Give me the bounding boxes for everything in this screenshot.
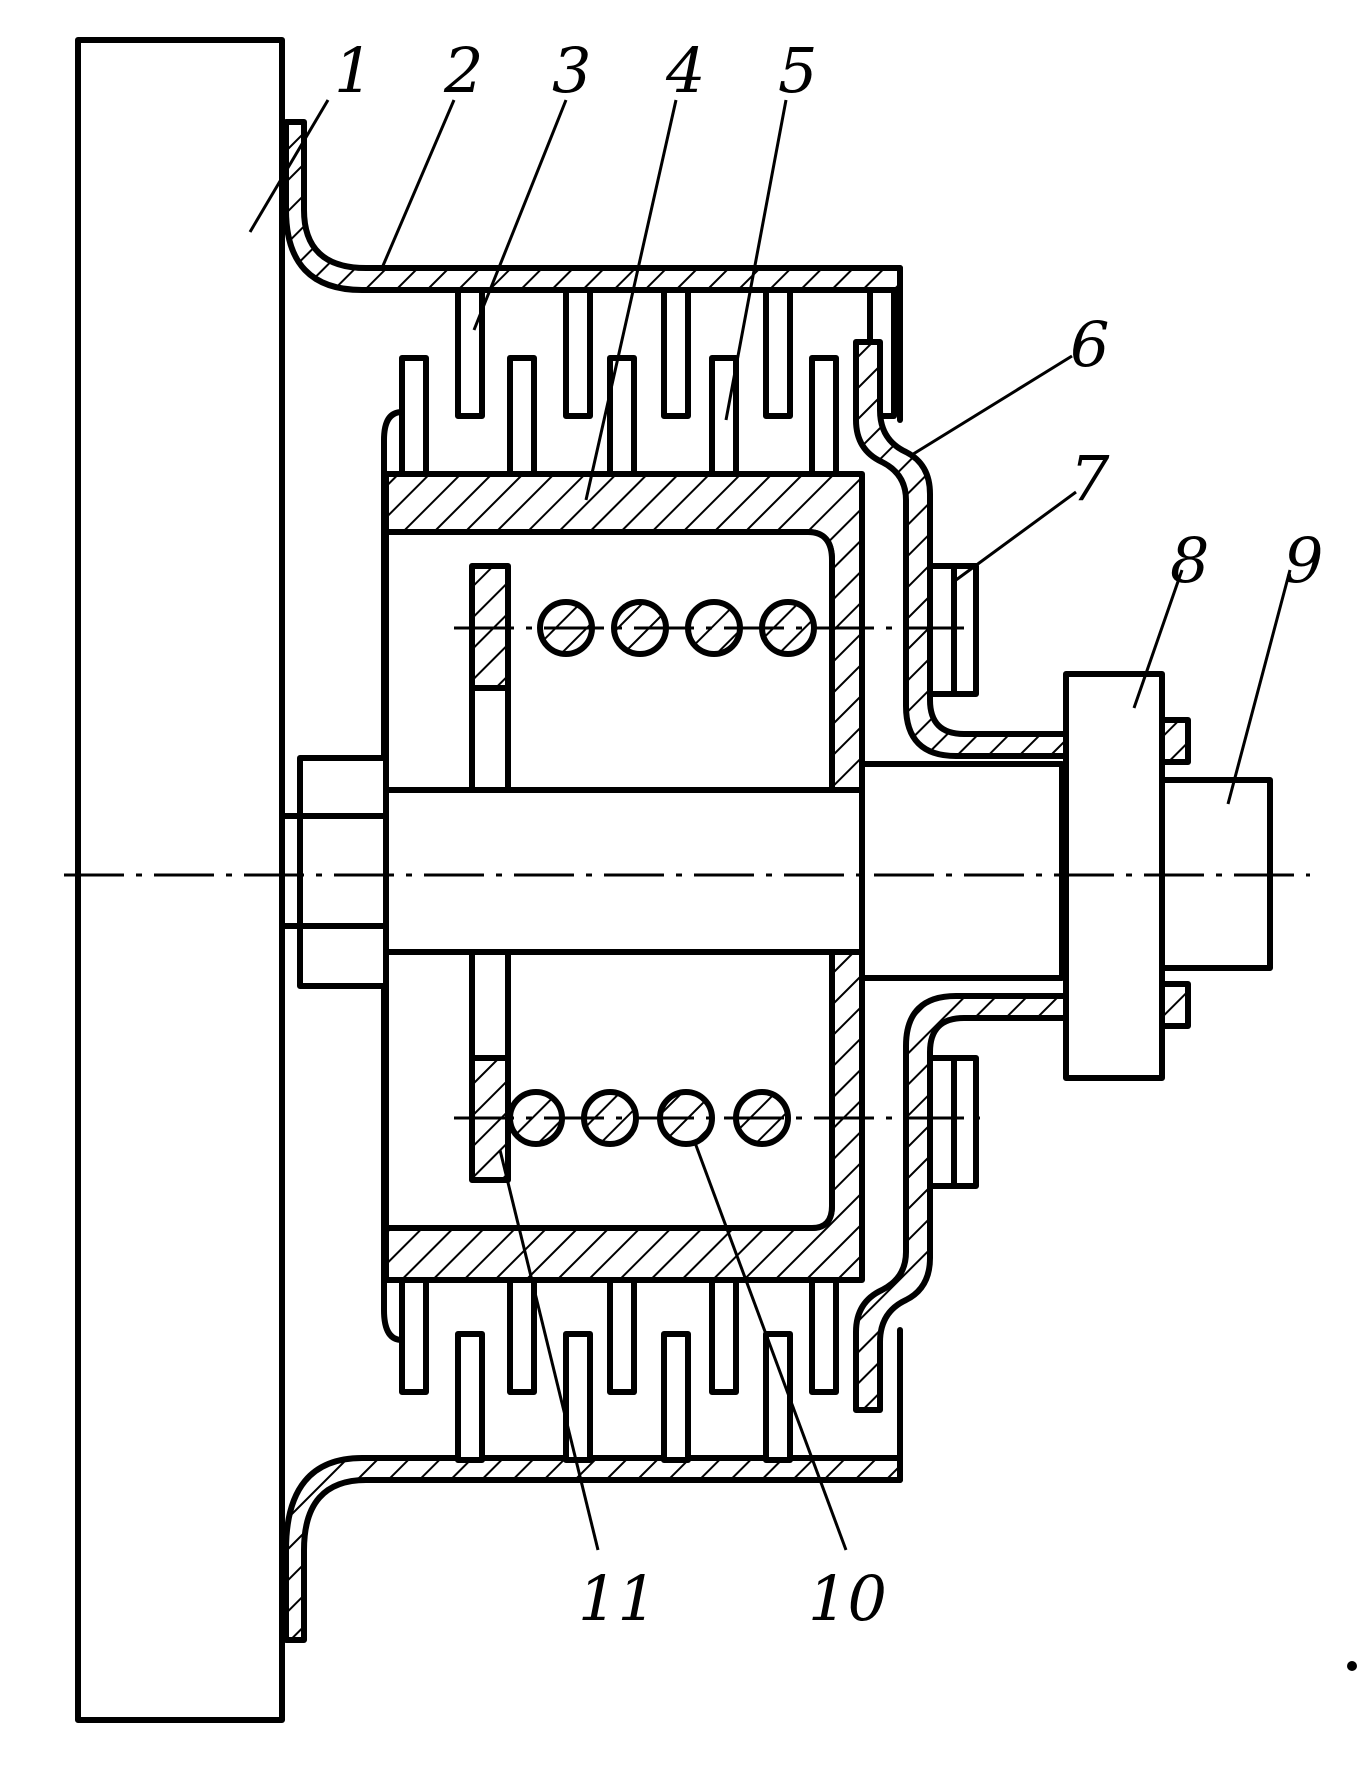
shaft-center [383, 787, 869, 955]
callout-9: 9 [1284, 524, 1323, 597]
callout-11: 11 [578, 1562, 657, 1635]
stray-dot [1347, 1661, 1357, 1671]
housing-shell-top [283, 119, 903, 293]
leader-6 [909, 354, 1073, 458]
callout-1: 1 [334, 34, 373, 107]
bolt-bottom-head [951, 1055, 979, 1189]
leader-2 [380, 99, 456, 269]
leader-4 [584, 99, 678, 501]
bolt-top-head [951, 563, 979, 697]
leader-10 [692, 1139, 848, 1551]
callout-7: 7 [1070, 442, 1110, 515]
base-plate [75, 37, 285, 1723]
shaft-right [859, 761, 1065, 981]
disc-plate-bottom-stem [469, 949, 511, 1061]
leader-1 [248, 99, 330, 233]
leader-9 [1226, 569, 1292, 805]
callout-8: 8 [1170, 524, 1209, 597]
callout-6: 6 [1070, 308, 1109, 381]
callout-10: 10 [808, 1562, 887, 1635]
callout-4: 4 [665, 34, 705, 107]
flange-bolt-bottom [1159, 981, 1191, 1029]
rotor-cup-inner [383, 529, 835, 793]
bolt-top [927, 563, 957, 697]
bolt-bottom [927, 1055, 957, 1189]
leader-3 [472, 99, 568, 331]
flange-bolt-top [1159, 717, 1191, 765]
leader-11 [498, 1149, 600, 1551]
leader-5 [724, 99, 788, 421]
callout-2: 2 [443, 34, 483, 107]
callout-5: 5 [778, 34, 817, 107]
hub-nut [297, 755, 389, 989]
callout-3: 3 [552, 34, 591, 107]
disc-plate-top-stem [469, 685, 511, 793]
leader-7 [955, 490, 1077, 582]
hub-nut-shoulder [279, 813, 303, 929]
leader-8 [1132, 569, 1184, 709]
